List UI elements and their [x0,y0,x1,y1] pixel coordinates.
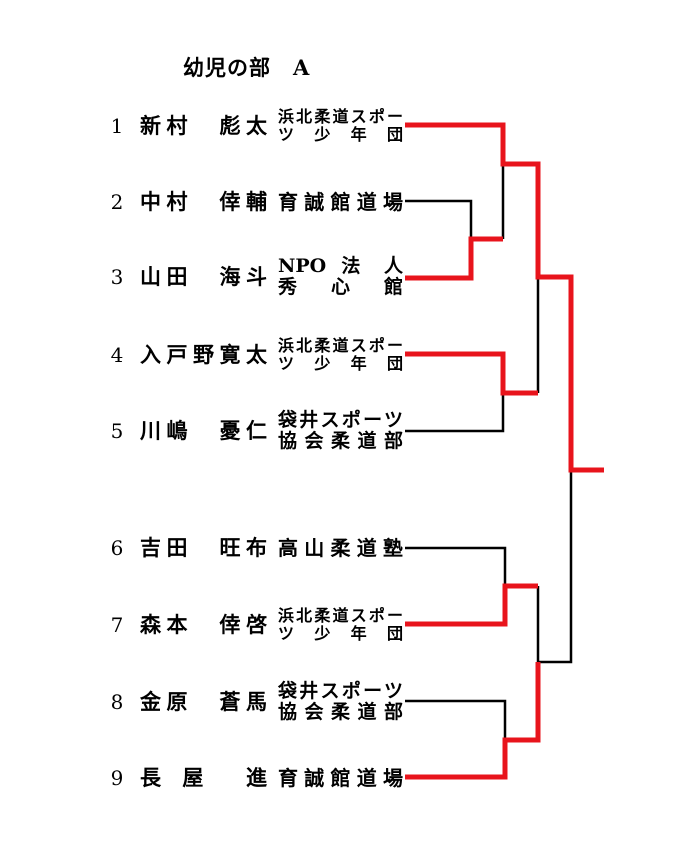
entry-row: 1 新村 彪太 浜北柔道スポー ツ 少 年 団 [0,96,420,156]
entry-number: 3 [110,265,124,289]
entry-club-line: 浜北柔道スポー [278,606,403,626]
winner-path [405,583,538,627]
entry-club-line: 協会柔道部 [278,701,403,723]
entry-club: 浜北柔道スポー ツ 少 年 団 [278,96,403,156]
bracket-line [538,470,573,664]
entry-number: 7 [110,613,124,637]
entry-club-line: 袋井スポーツ [278,408,403,431]
entry-name: 吉田 旺布 [140,535,267,560]
entry-club-line: ツ 少 年 団 [278,354,403,373]
entry-number: 4 [110,343,124,367]
entry-name: 金原 蒼馬 [140,689,267,714]
entry-club: 育誠館道場 [278,748,403,808]
entry-row: 2 中村 倖輔 育誠館道場 [0,172,420,232]
entry-name: 新村 彪太 [140,113,267,138]
entry-row: 8 金原 蒼馬 袋井スポーツ 協会柔道部 [0,672,420,732]
entry-row: 4 入戸野寛太 浜北柔道スポー ツ 少 年 団 [0,325,420,385]
entry-number: 1 [110,114,124,138]
bracket-line [405,699,507,740]
entry-club: 袋井スポーツ 協会柔道部 [278,401,403,461]
winner-path [405,662,541,780]
entry-club-line: 浜北柔道スポー [278,336,403,356]
entry-club: NPO 法 人 秀 心 館 [278,247,403,307]
entry-club: 育誠館道場 [278,172,403,232]
entry-club-line: 秀 心 館 [278,276,403,298]
entry-number: 9 [110,766,124,790]
entry-club-line: ツ 少 年 団 [278,125,403,144]
bracket-line [405,199,473,239]
entry-row: 3 山田 海斗 NPO 法 人 秀 心 館 [0,247,420,307]
entry-name: 長 屋 進 [140,765,267,790]
winner-path [405,122,604,473]
entry-club: 高山柔道塾 [278,518,403,578]
entry-club-line: NPO 法 人 [278,254,403,277]
entry-club-line: 高山柔道塾 [278,535,403,560]
entry-number: 5 [110,419,124,443]
winner-path [405,351,538,396]
entry-row: 7 森本 倖啓 浜北柔道スポー ツ 少 年 団 [0,595,420,655]
entry-row: 5 川嶋 憂仁 袋井スポーツ 協会柔道部 [0,401,420,461]
entry-row: 6 吉田 旺布 高山柔道塾 [0,518,420,578]
entry-number: 2 [110,190,124,214]
entry-club-line: 協会柔道部 [278,430,403,452]
entry-club: 袋井スポーツ 協会柔道部 [278,672,403,732]
winner-lines [405,122,604,780]
entry-name: 山田 海斗 [140,264,267,289]
entry-name: 入戸野寛太 [140,342,267,367]
entry-number: 8 [110,690,124,714]
entry-number: 6 [110,536,124,560]
entry-row: 9 長 屋 進 育誠館道場 [0,748,420,808]
entry-club: 浜北柔道スポー ツ 少 年 団 [278,595,403,655]
bracket-line [405,546,507,586]
entry-club-line: 袋井スポーツ [278,679,403,702]
entry-club-line: 育誠館道場 [278,189,403,214]
entry-name: 川嶋 憂仁 [140,418,267,443]
entry-club-line: ツ 少 年 団 [278,624,403,643]
division-title: 幼児の部 A [183,55,311,80]
entry-club-line: 育誠館道場 [278,765,403,790]
entry-club: 浜北柔道スポー ツ 少 年 団 [278,325,403,385]
bracket-line [405,393,505,433]
entry-name: 森本 倖啓 [140,612,267,637]
entry-club-line: 浜北柔道スポー [278,107,403,127]
bracket-lines [405,164,573,740]
winner-path [405,236,503,281]
entry-name: 中村 倖輔 [140,189,267,214]
